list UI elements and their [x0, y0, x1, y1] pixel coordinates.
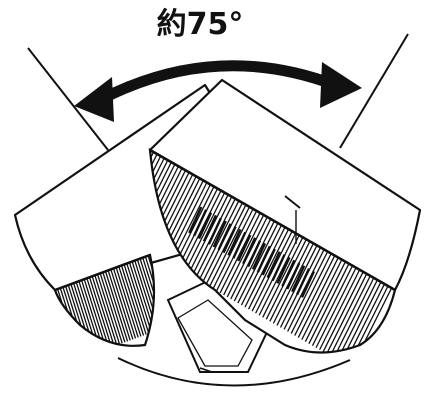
double-headed-curved-arrow-icon	[74, 60, 362, 122]
fin-line	[336, 279, 378, 353]
fin-line	[150, 155, 162, 237]
fin-line	[128, 262, 153, 333]
fin-line	[294, 255, 336, 336]
fin-line	[311, 265, 354, 347]
fin-line	[326, 273, 368, 353]
fin-line	[297, 257, 339, 338]
fin-line	[207, 217, 222, 245]
fin-line	[83, 279, 107, 346]
fin-line	[110, 269, 134, 340]
fin-line	[94, 275, 118, 346]
fin-line	[188, 206, 203, 234]
fin-line	[256, 245, 271, 273]
fin-line	[291, 265, 306, 293]
fin-line	[261, 248, 276, 276]
fin-line	[112, 268, 137, 339]
right-reference-line	[339, 33, 409, 149]
fin-line	[350, 287, 393, 353]
fin-line	[144, 256, 154, 327]
fin-line	[247, 228, 290, 310]
fin-line	[184, 192, 226, 273]
fin-line	[212, 208, 254, 290]
fin-line	[202, 214, 218, 242]
fin-line	[329, 275, 371, 353]
fin-line	[173, 186, 215, 267]
fin-line	[266, 251, 281, 279]
fin-line	[322, 271, 364, 353]
fin-line	[281, 259, 296, 287]
fin-line	[120, 265, 145, 336]
fin-line	[217, 223, 232, 251]
fin-line	[244, 226, 286, 308]
fin-line	[242, 237, 257, 265]
fin-line	[276, 256, 291, 284]
fin-line	[123, 264, 147, 335]
fin-line	[272, 243, 314, 324]
upper-housing	[148, 78, 422, 354]
fin-line	[96, 274, 121, 345]
fin-line	[283, 249, 325, 330]
fin-line	[223, 214, 265, 296]
fin-line	[276, 245, 318, 326]
fin-line	[290, 253, 332, 334]
fin-line	[295, 268, 311, 296]
fin-line	[118, 266, 142, 337]
fin-line	[131, 261, 154, 332]
fin-line	[237, 222, 279, 304]
fin-line	[104, 271, 129, 342]
fin-line	[107, 270, 131, 341]
fin-line	[197, 212, 213, 240]
fin-line	[208, 206, 251, 288]
fin-line	[147, 255, 154, 326]
fin-line	[91, 276, 115, 346]
fin-line	[222, 226, 237, 254]
fin-line	[88, 277, 113, 346]
fin-line	[86, 278, 110, 346]
fin-line	[286, 262, 301, 290]
fin-line	[233, 220, 275, 302]
fin-line	[319, 269, 361, 351]
fin-line	[126, 263, 150, 334]
fin-line	[237, 234, 252, 262]
fin-line	[194, 198, 236, 280]
fin-line	[150, 167, 183, 249]
fin-line	[301, 259, 343, 340]
fin-line	[198, 200, 240, 282]
fin-line	[227, 228, 242, 256]
fin-line	[193, 209, 208, 237]
fin-line	[251, 242, 267, 270]
fin-line	[300, 270, 316, 298]
fin-line	[150, 157, 165, 239]
left-reference-line	[27, 47, 109, 151]
fin-line	[136, 259, 154, 330]
fin-line	[340, 281, 382, 353]
fin-line	[315, 267, 357, 349]
fin-line	[212, 220, 227, 248]
fin-line	[99, 273, 123, 344]
base-curve	[117, 357, 351, 387]
fin-line	[251, 230, 293, 312]
fin-line	[308, 263, 350, 344]
fin-line	[271, 254, 286, 282]
fin-line	[347, 285, 389, 353]
fin-line	[219, 212, 261, 294]
fin-line	[139, 258, 154, 329]
fin-line	[258, 234, 300, 316]
fin-line	[304, 261, 346, 342]
fin-line	[287, 251, 329, 332]
upper-inner-fin-grille	[188, 206, 316, 298]
fin-line	[232, 231, 247, 259]
fin-line	[142, 257, 154, 328]
angle-label: 約75°	[157, 7, 244, 42]
fin-line	[150, 159, 169, 241]
fin-line	[333, 277, 375, 353]
fin-line	[246, 240, 262, 268]
fin-line	[180, 190, 222, 271]
fin-line	[262, 236, 304, 318]
center-panel	[166, 278, 270, 373]
fin-line	[115, 267, 139, 338]
fin-line	[102, 272, 126, 343]
